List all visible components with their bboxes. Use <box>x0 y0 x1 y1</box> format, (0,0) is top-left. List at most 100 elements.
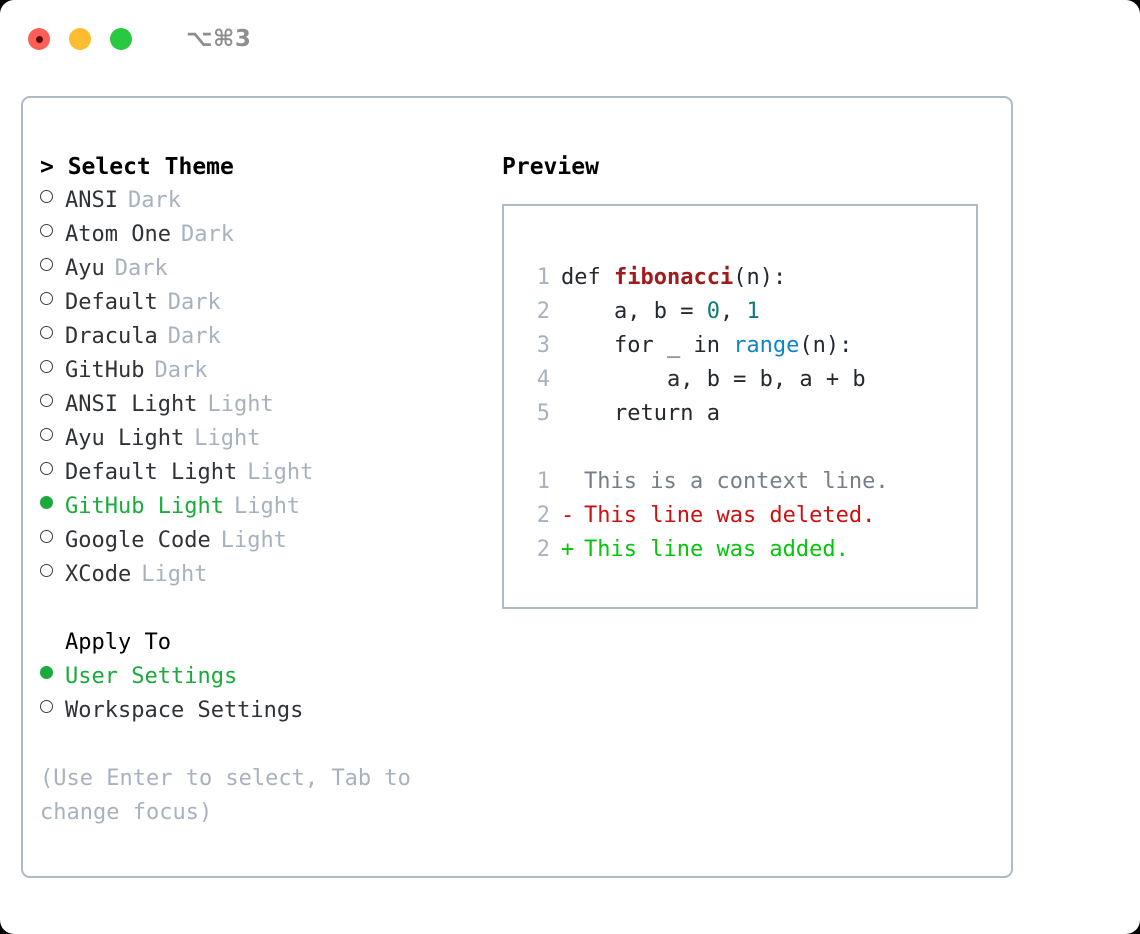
code-token-fn: fibonacci <box>613 265 734 290</box>
radio-unselected-icon <box>40 360 53 373</box>
code-token-call: range <box>733 333 800 358</box>
code-token-plain: def <box>561 265 614 290</box>
code-token-plain: (n): <box>733 265 787 290</box>
code-token-plain: for _ in <box>561 333 734 358</box>
code-line: 1 def fibonacci(n): <box>522 261 976 295</box>
theme-option-default-light[interactable]: Default Light Light <box>40 456 490 490</box>
theme-option-label: Ayu <box>65 256 105 281</box>
keyboard-shortcut-label: ⌥⌘3 <box>186 26 252 52</box>
code-line: 5 return a <box>522 397 976 431</box>
radio-unselected-icon <box>40 258 53 271</box>
radio-unselected-icon <box>40 326 53 339</box>
select-theme-header: > Select Theme <box>40 154 234 180</box>
minimize-window-button[interactable] <box>69 28 91 50</box>
code-token-plain: return a <box>561 401 720 426</box>
diff-sign: + <box>561 537 575 562</box>
theme-option-label: ANSI Light <box>65 392 198 417</box>
code-line-content: return a <box>561 397 720 431</box>
theme-option-ansi[interactable]: ANSI Dark <box>40 184 490 218</box>
code-token-plain: a, b = <box>561 299 707 324</box>
radio-unselected-icon <box>40 190 53 203</box>
radio-unselected-icon <box>40 564 53 577</box>
theme-option-tag: Dark <box>114 256 168 281</box>
title-bar: ⌥⌘3 <box>0 0 1140 78</box>
code-line-content: for _ in range(n): <box>561 329 852 363</box>
line-number: 2 <box>536 503 550 528</box>
radio-unselected-icon <box>40 462 53 475</box>
theme-option-tag: Light <box>247 460 314 485</box>
close-window-button[interactable] <box>28 28 50 50</box>
diff-line-added: 2 + This line was added. <box>522 533 976 567</box>
diff-sign: - <box>561 503 575 528</box>
apply-to-header: Apply To <box>65 630 171 655</box>
theme-option-label: GitHub <box>65 358 145 383</box>
code-token-num: 0 <box>706 299 720 324</box>
theme-option-tag: Dark <box>167 324 221 349</box>
maximize-window-button[interactable] <box>110 28 132 50</box>
code-token-plain: (n): <box>799 333 853 358</box>
theme-option-label: Default Light <box>65 460 238 485</box>
line-number: 3 <box>536 333 550 358</box>
theme-option-tag: Dark <box>154 358 208 383</box>
code-line-content: def fibonacci(n): <box>561 261 786 295</box>
theme-option-tag: Light <box>207 392 274 417</box>
radio-unselected-icon <box>40 700 53 713</box>
code-line-content: a, b = b, a + b <box>561 363 866 397</box>
code-line: 4 a, b = b, a + b <box>522 363 976 397</box>
radio-unselected-icon <box>40 224 53 237</box>
radio-unselected-icon <box>40 394 53 407</box>
code-diff-spacer <box>522 431 976 465</box>
theme-option-label: XCode <box>65 562 132 587</box>
radio-unselected-icon <box>40 428 53 441</box>
line-number: 1 <box>536 469 550 494</box>
theme-option-tag: Light <box>194 426 261 451</box>
apply-to-option-label: Workspace Settings <box>65 698 304 723</box>
radio-selected-icon <box>40 496 53 509</box>
diff-line-text: This line was added. <box>584 537 849 562</box>
line-number: 2 <box>536 537 550 562</box>
list-spacer <box>40 592 490 626</box>
theme-option-label: ANSI <box>65 188 118 213</box>
theme-option-xcode[interactable]: XCode Light <box>40 558 490 592</box>
code-line: 3 for _ in range(n): <box>522 329 976 363</box>
radio-unselected-icon <box>40 530 53 543</box>
apply-to-option-user-settings[interactable]: User Settings <box>40 660 490 694</box>
keyboard-hint: (Use Enter to select, Tab to change focu… <box>40 766 425 825</box>
theme-option-tag: Dark <box>127 188 181 213</box>
theme-option-ayu-light[interactable]: Ayu Light Light <box>40 422 490 456</box>
code-token-plain: a, b = b, a + b <box>561 367 866 392</box>
theme-option-label: Dracula <box>65 324 158 349</box>
diff-line-text: This line was deleted. <box>584 503 876 528</box>
theme-option-ansi-light[interactable]: ANSI Light Light <box>40 388 490 422</box>
theme-option-label: Google Code <box>65 528 211 553</box>
radio-unselected-icon <box>40 292 53 305</box>
theme-option-ayu[interactable]: Ayu Dark <box>40 252 490 286</box>
line-number: 2 <box>536 299 550 324</box>
diff-sample: 1 This is a context line. 2-This line was… <box>522 465 976 567</box>
theme-option-label: Default <box>65 290 158 315</box>
radio-selected-icon <box>40 666 53 679</box>
diff-line-text: This is a context line. <box>584 469 889 494</box>
code-line: 2 a, b = 0, 1 <box>522 295 976 329</box>
code-line-content: a, b = 0, 1 <box>561 295 760 329</box>
theme-option-github[interactable]: GitHub Dark <box>40 354 490 388</box>
theme-option-tag: Light <box>141 562 208 587</box>
apply-to-option-label: User Settings <box>65 664 238 689</box>
line-number: 1 <box>536 265 550 290</box>
theme-option-dracula[interactable]: Dracula Dark <box>40 320 490 354</box>
diff-line-deleted: 2-This line was deleted. <box>522 499 976 533</box>
theme-option-label: Ayu Light <box>65 426 185 451</box>
line-number: 5 <box>536 401 550 426</box>
apply-to-option-workspace-settings[interactable]: Workspace Settings <box>40 694 490 728</box>
line-number: 4 <box>536 367 550 392</box>
